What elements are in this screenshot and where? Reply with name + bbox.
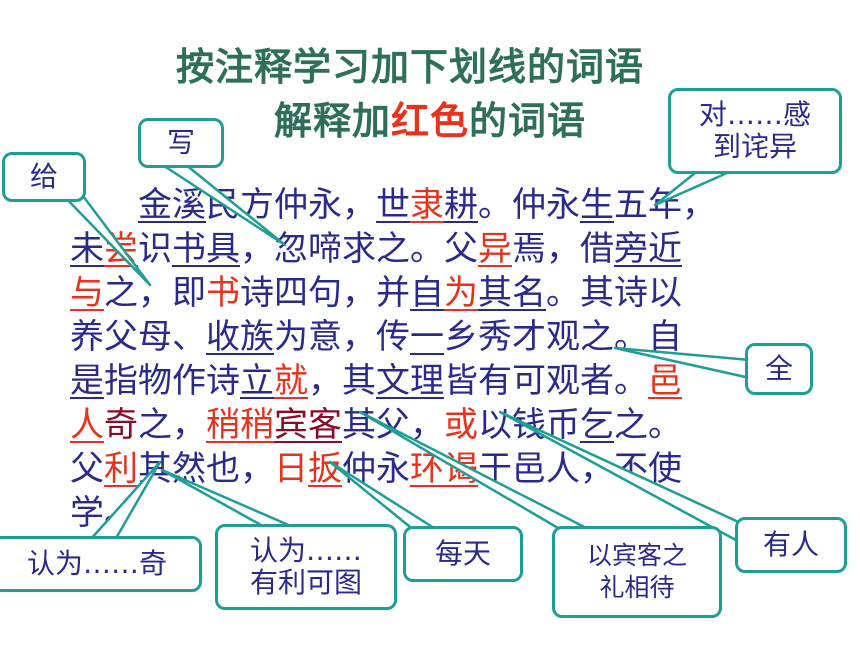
passage-segment: 奇 [104, 405, 138, 445]
passage-segment: 收族 [206, 317, 274, 357]
passage: 金溪民方仲永，世隶耕。仲永生五年， 未尝识书具，忽啼求之。父异焉，借旁近 与之，… [70, 183, 770, 535]
passage-segment: 与 [70, 273, 104, 313]
passage-segment: 耕 [444, 185, 478, 225]
callout-quan-text: 全 [764, 352, 793, 385]
passage-segment: 仲永 [342, 449, 410, 489]
callout-gei: 给 [2, 152, 86, 202]
passage-line-5: 是指物作诗立就，其文理皆有可观者。邑 [70, 359, 770, 403]
callout-quan: 全 [745, 343, 813, 395]
callout-meitian-text: 每天 [434, 537, 491, 570]
callout-binke-line1: 以宾客之 [586, 541, 687, 570]
passage-line-6: 人奇之，稍稍宾客其父，或以钱币乞之。 [70, 403, 770, 447]
callout-youren: 有人 [735, 517, 847, 573]
passage-segment: 金溪 [138, 185, 206, 225]
passage-segment: 尝 [104, 229, 138, 269]
passage-segment: 一 [410, 317, 444, 357]
passage-segment: 。仲永 [478, 185, 580, 225]
passage-segment: 其然 [138, 449, 206, 489]
passage-segment: 诗四句，并 [240, 273, 410, 313]
passage-segment: 环谒 [410, 449, 478, 489]
passage-segment: ，忽啼求之。父 [240, 229, 478, 269]
passage-segment: 为 [444, 273, 478, 313]
passage-line-2: 未尝识书具，忽啼求之。父异焉，借旁近 [70, 227, 770, 271]
passage-segment: 自 [648, 317, 682, 357]
callout-gei-text: 给 [29, 160, 58, 193]
passage-segment: 学。 [70, 493, 138, 533]
passage-segment: 其名 [478, 273, 546, 313]
passage-segment: ，其 [308, 361, 376, 401]
passage-segment: 于邑人，不使 [478, 449, 682, 489]
passage-segment: 乞 [580, 405, 614, 445]
passage-segment: 生 [580, 185, 614, 225]
passage-segment: 。其诗以 [546, 273, 682, 313]
passage-segment: 以钱币 [478, 405, 580, 445]
callout-youren-text: 有人 [762, 528, 819, 561]
callout-xie: 写 [138, 118, 224, 168]
passage-segment: 隶 [410, 185, 444, 225]
passage-segment: 邑 [648, 361, 682, 401]
passage-segment: 立 [240, 361, 274, 401]
passage-segment: 其父， [342, 405, 444, 445]
passage-segment: 文理 [376, 361, 444, 401]
passage-segment: 就 [274, 361, 308, 401]
passage-segment: 人 [70, 405, 104, 445]
callout-renwei-qi-text: 认为……奇 [26, 547, 167, 580]
callout-dui-line1: 对……感 [698, 98, 811, 131]
passage-segment: 焉，借 [512, 229, 614, 269]
title-line-2-prefix: 解释加 [273, 99, 391, 143]
passage-segment: 自 [410, 273, 444, 313]
passage-segment: 书具 [172, 229, 240, 269]
callout-meitian: 每天 [403, 526, 523, 582]
passage-segment: 指物作诗 [104, 361, 240, 401]
passage-segment: 养父母、 [70, 317, 206, 357]
passage-segment: 扳 [308, 449, 342, 489]
passage-segment: 之， [138, 405, 206, 445]
callout-renwei-qi: 认为……奇 [0, 536, 202, 592]
passage-segment: 之，即 [104, 273, 206, 313]
callout-binke-line2: 礼相待 [599, 573, 675, 602]
passage-segment: 异 [478, 229, 512, 269]
passage-line-7: 父利其然也，日扳仲永环谒于邑人，不使 [70, 447, 770, 491]
passage-line-4: 养父母、收族为意，传一乡秀才观之。自 [70, 315, 770, 359]
passage-line-1: 金溪民方仲永，世隶耕。仲永生五年， [70, 183, 770, 227]
title-line-1: 按注释学习加下划线的词语 [175, 45, 644, 89]
callout-binke: 以宾客之 礼相待 [552, 526, 722, 618]
passage-segment: 是 [70, 361, 104, 401]
callout-renwei-li: 认为…… 有利可图 [215, 524, 397, 610]
passage-segment: 书 [206, 273, 240, 313]
title-line-2: 解释加红色的词语 [20, 90, 840, 145]
callout-renwei-li-line1: 认为…… [249, 534, 362, 567]
callout-dui: 对……感 到诧异 [668, 88, 842, 174]
title-line-2-red: 红色 [390, 99, 469, 143]
passage-segment: 也， [206, 449, 274, 489]
passage-segment: 利 [104, 449, 138, 489]
passage-segment: 旁近 [614, 229, 682, 269]
passage-segment: 之。 [614, 405, 682, 445]
title-line-2-suffix: 的词语 [469, 99, 587, 143]
passage-segment: 民方仲永， [206, 185, 376, 225]
passage-segment: 宾客 [274, 405, 342, 445]
passage-segment: 为意，传 [274, 317, 410, 357]
passage-segment: 日 [274, 449, 308, 489]
callout-dui-line2: 到诧异 [712, 130, 797, 163]
passage-segment: 世 [376, 185, 410, 225]
passage-line-3: 与之，即书诗四句，并自为其名。其诗以 [70, 271, 770, 315]
passage-segment: 或 [444, 405, 478, 445]
passage-segment: 稍稍 [206, 405, 274, 445]
passage-segment: 识 [138, 229, 172, 269]
passage-segment: 父 [70, 449, 104, 489]
passage-segment: 未 [70, 229, 104, 269]
passage-segment: 乡秀才观之。 [444, 317, 648, 357]
passage-segment: 皆有可观者。 [444, 361, 648, 401]
passage-segment: 五年， [614, 185, 716, 225]
callout-xie-text: 写 [166, 126, 195, 159]
callout-renwei-li-line2: 有利可图 [249, 566, 362, 599]
